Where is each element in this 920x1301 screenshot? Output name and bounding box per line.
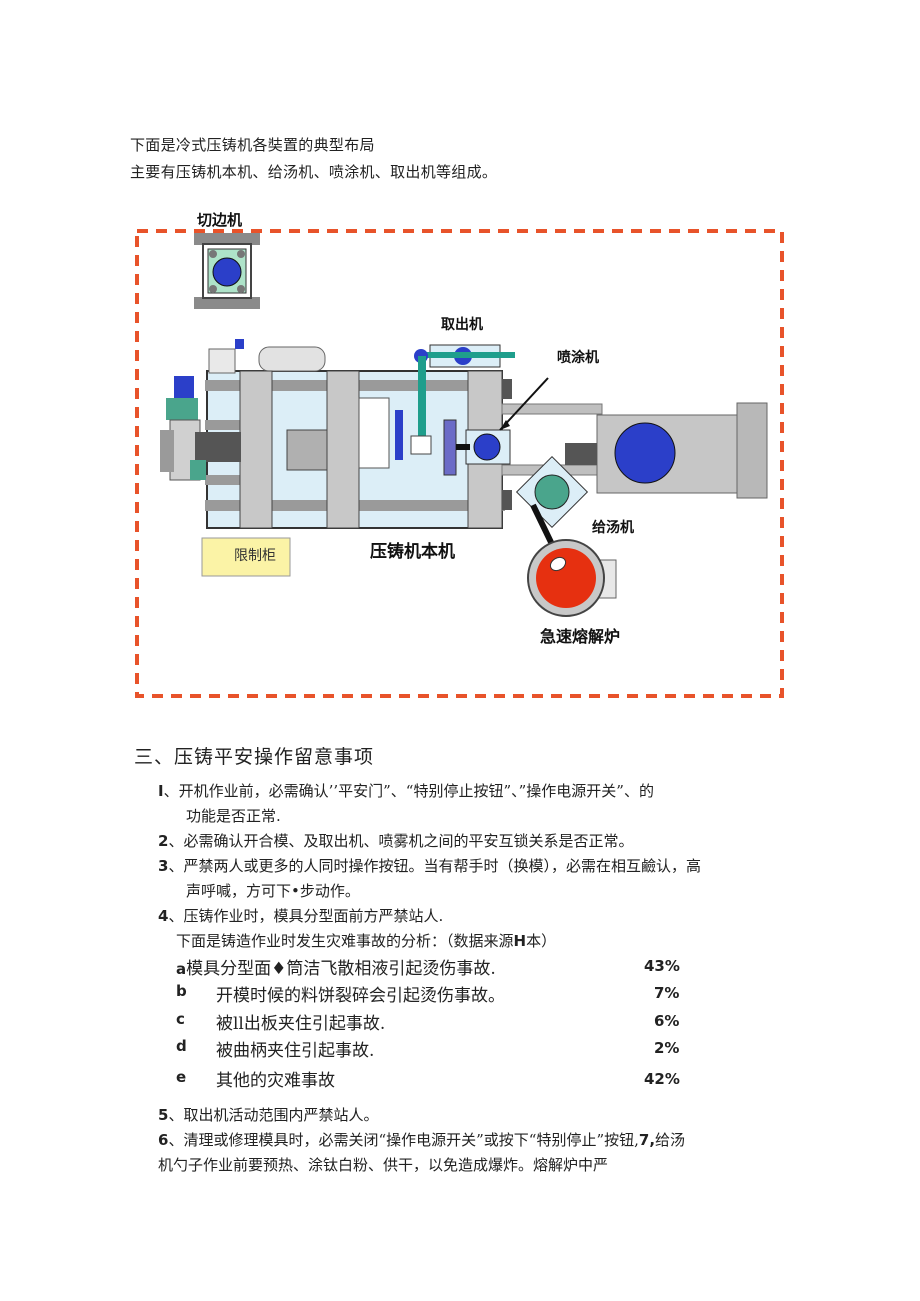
stat-label: b bbox=[176, 982, 187, 1000]
list-item-2: 2、必需确认开合模、及取出机、喷雾机之间的平安互锁关系是否正常。 bbox=[158, 830, 633, 851]
stat-value-c: 6% bbox=[654, 1012, 680, 1030]
list-item-number: 2 bbox=[158, 832, 169, 850]
stat-row-d: d bbox=[176, 1036, 187, 1056]
list-item-6: 6、清理或修理模具时，必需关闭“操作电源开关”或按下“特别停止”按钮,7,给汤 bbox=[158, 1129, 685, 1150]
stat-value-b: 7% bbox=[654, 984, 680, 1002]
list-item-7-continuation: 机勺子作业前要预热、涂钛白粉、供干，以免造成爆炸。熔解炉中严 bbox=[158, 1156, 609, 1174]
list-item-number: 3 bbox=[158, 857, 169, 875]
list-item-number: 6 bbox=[158, 1131, 169, 1149]
label-control-cabinet: 限制柜 bbox=[234, 548, 276, 564]
stat-label: d bbox=[176, 1037, 187, 1055]
furnace-shape bbox=[527, 539, 617, 617]
list-item-number: I bbox=[158, 782, 164, 800]
list-item-5: 5、取出机活动范围内严禁站人。 bbox=[158, 1104, 378, 1125]
control-cabinet-shape bbox=[201, 537, 291, 577]
stat-value-e: 42% bbox=[644, 1070, 680, 1088]
shot-cylinder-shape bbox=[565, 402, 768, 499]
label-extractor: 取出机 bbox=[441, 316, 483, 333]
stat-row-e: e bbox=[176, 1067, 186, 1087]
extractor-shape bbox=[410, 344, 515, 455]
list-item-text: 、必需确认开合模、及取出机、喷雾机之间的平安互锁关系是否正常。 bbox=[168, 832, 634, 850]
intro-line-2: 主要有压铸机本机、给汤机、喷涂机、取出机等组成。 bbox=[130, 163, 498, 181]
list-item-1-continuation: 功能是否正常. bbox=[186, 807, 281, 825]
list-item-7-text: 给汤 bbox=[655, 1131, 686, 1149]
list-item-3-continuation: 声呼喊，方可下•步动作。 bbox=[186, 882, 360, 900]
label-furnace: 急速熔解炉 bbox=[540, 627, 620, 646]
stat-row-b: b bbox=[176, 981, 187, 1001]
list-item-text: 、压铸作业时，模具分型面前方严禁站人. bbox=[168, 907, 444, 925]
stat-text-c: 被ll出板夹住引起事故. bbox=[216, 1014, 386, 1034]
label-ladle: 给汤机 bbox=[592, 519, 634, 536]
layout-boundary bbox=[135, 229, 784, 698]
analysis-intro-text: 下面是铸造作业时发生灾难事故的分析：（数据来源 bbox=[176, 932, 514, 950]
stat-row-c: c bbox=[176, 1009, 185, 1029]
list-item-text: 、开机作业前，必需确认’’平安门”、“特别停止按钮”、”操作电源开关”、的 bbox=[163, 782, 654, 800]
list-item-number: 5 bbox=[158, 1106, 169, 1124]
injection-unit-shape bbox=[160, 376, 241, 481]
stat-label: c bbox=[176, 1010, 185, 1028]
list-item-1: I、开机作业前，必需确认’’平安门”、“特别停止按钮”、”操作电源开关”、的 bbox=[158, 780, 654, 801]
analysis-intro: 下面是铸造作业时发生灾难事故的分析：（数据来源H本） bbox=[176, 930, 556, 951]
label-trim-press: 切边机 bbox=[197, 211, 242, 229]
list-item-3: 3、严禁两人或更多的人同时操作按钮。当有帮手时（换模），必需在相互鹼认，高 bbox=[158, 855, 701, 876]
list-item-text: 、严禁两人或更多的人同时操作按钮。当有帮手时（换模），必需在相互鹼认，高 bbox=[168, 857, 701, 875]
trim-press-shape bbox=[194, 233, 260, 309]
list-item-text: 、取出机活动范围内严禁站人。 bbox=[168, 1106, 379, 1124]
stat-text-d: 被曲柄夹住引起事故. bbox=[216, 1041, 375, 1061]
analysis-intro-letter: H bbox=[513, 932, 527, 950]
stat-value-d: 2% bbox=[654, 1039, 680, 1057]
list-item-number: 4 bbox=[158, 907, 169, 925]
stat-row-a: a模具分型面♦筒洁飞散相液引起烫伤事故. bbox=[176, 954, 496, 979]
analysis-intro-text-end: 本） bbox=[526, 932, 557, 950]
stat-label: a bbox=[176, 960, 187, 978]
intro-line-1: 下面是冷式压铸机各奘置的典型布局 bbox=[130, 136, 375, 154]
list-item-number-7: 7, bbox=[638, 1131, 656, 1149]
label-main-machine: 压铸机本机 bbox=[370, 541, 455, 562]
main-machine-shape bbox=[205, 339, 512, 529]
label-sprayer: 喷涂机 bbox=[557, 349, 599, 366]
section-title: 三、压铸平安操作留意事项 bbox=[134, 746, 375, 768]
stat-value-a: 43% bbox=[644, 957, 680, 975]
stat-text-b: 开模时候的料饼裂碎会引起烫伤事故。 bbox=[216, 986, 505, 1006]
stat-text-e: 其他的灾难事故 bbox=[216, 1071, 335, 1091]
die-casting-layout-diagram: 切边机 取出机 喷涂机 限制柜 压铸机本机 给汤机 急速熔解炉 bbox=[135, 211, 784, 698]
list-item-text: 、清理或修理模具时，必需关闭“操作电源开关”或按下“特别停止”按钮, bbox=[168, 1131, 639, 1149]
list-item-4: 4、压铸作业时，模具分型面前方严禁站人. bbox=[158, 905, 443, 926]
stat-text: 模具分型面♦筒洁飞散相液引起烫伤事故. bbox=[186, 959, 496, 979]
stat-label: e bbox=[176, 1068, 187, 1086]
